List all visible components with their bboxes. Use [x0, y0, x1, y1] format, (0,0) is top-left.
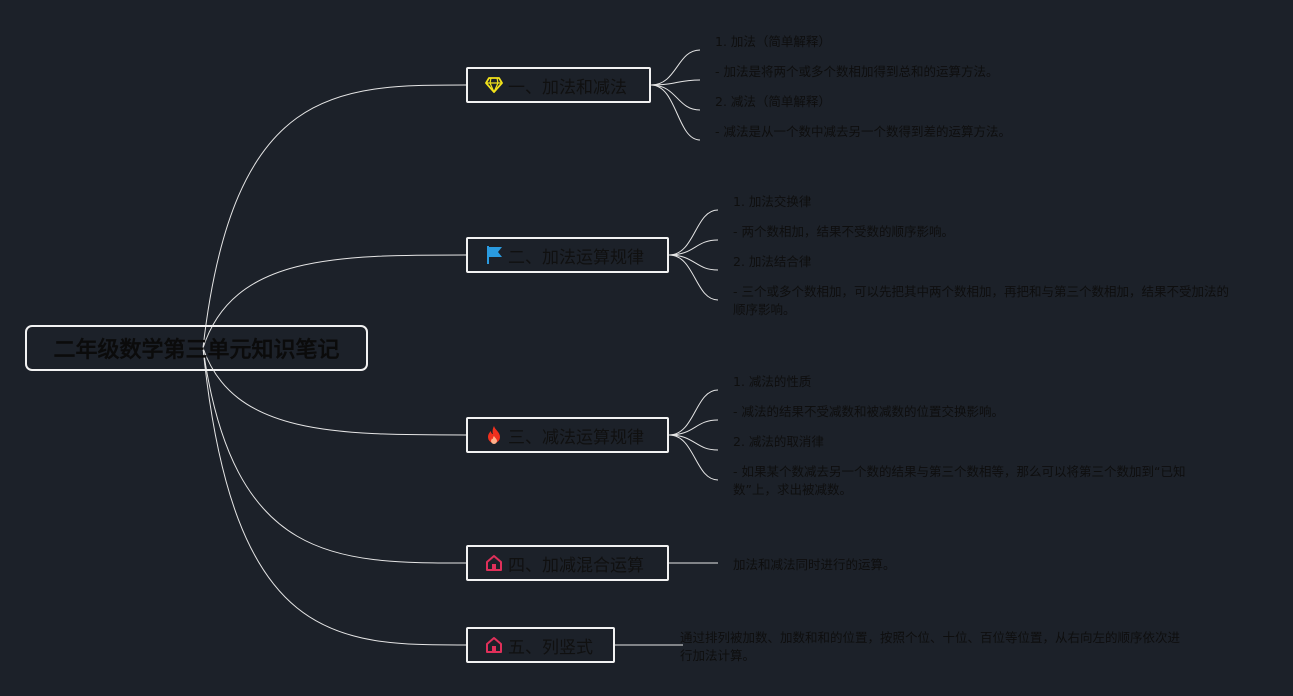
branch-topic-5[interactable]: 五、列竖式	[466, 627, 615, 663]
leaf-note[interactable]: 1. 加法交换律	[733, 194, 812, 209]
leaf-connector	[650, 79, 701, 86]
leaf-note[interactable]: - 三个或多个数相加，可以先把其中两个数相加，再把和与第三个数相加，结果不受加法…	[733, 284, 1229, 317]
branch-connector	[202, 254, 467, 349]
leaf-connector	[650, 84, 701, 141]
leaf-note[interactable]: - 两个数相加，结果不受数的顺序影响。	[733, 224, 954, 239]
home-icon	[484, 553, 504, 573]
branch-topic-1[interactable]: 一、加法和减法	[466, 67, 651, 103]
leaf-note[interactable]: 加法和减法同时进行的运算。	[733, 557, 896, 572]
leaf-connector	[668, 434, 719, 481]
leaf-note[interactable]: 通过排列被加数、加数和和的位置，按照个位、十位、百位等位置，从右向左的顺序依次进…	[680, 630, 1181, 663]
branch-label: 一、加法和减法	[508, 77, 627, 98]
leaf-note[interactable]: 2. 加法结合律	[733, 254, 812, 269]
home-icon	[484, 635, 504, 655]
branch-topic-3[interactable]: 三、减法运算规律	[466, 417, 669, 453]
leaf-connector	[668, 254, 719, 301]
leaf-note[interactable]: 1. 加法（简单解释）	[715, 34, 831, 49]
branch-connector	[202, 347, 467, 564]
leaf-connector	[668, 209, 719, 256]
branch-connector	[202, 347, 467, 646]
leaf-note[interactable]: - 减法的结果不受减数和被减数的位置交换影响。	[733, 404, 1004, 419]
leaf-connector	[668, 419, 719, 436]
flag-icon	[484, 245, 504, 265]
branch-label: 五、列竖式	[508, 637, 593, 658]
fire-icon	[484, 425, 504, 445]
leaf-connector	[650, 49, 701, 86]
leaf-note[interactable]: 2. 减法的取消律	[733, 434, 824, 449]
branch-connector	[202, 84, 467, 349]
leaf-note[interactable]: 1. 减法的性质	[733, 374, 812, 389]
branch-topic-2[interactable]: 二、加法运算规律	[466, 237, 669, 273]
leaf-note[interactable]: - 加法是将两个或多个数相加得到总和的运算方法。	[715, 64, 999, 79]
branch-label: 四、加减混合运算	[508, 555, 644, 576]
branch-connector	[202, 347, 467, 436]
diamond-icon	[484, 75, 504, 95]
leaf-note[interactable]: - 减法是从一个数中减去另一个数得到差的运算方法。	[715, 124, 1011, 139]
leaf-connector	[668, 239, 719, 256]
root-topic[interactable]: 二年级数学第三单元知识笔记	[25, 325, 368, 371]
leaf-note[interactable]: 2. 减法（简单解释）	[715, 94, 831, 109]
branch-label: 三、减法运算规律	[508, 427, 644, 448]
branch-topic-4[interactable]: 四、加减混合运算	[466, 545, 669, 581]
leaf-note[interactable]: - 如果某个数减去另一个数的结果与第三个数相等，那么可以将第三个数加到“已知数”…	[733, 464, 1186, 497]
leaf-connector	[650, 84, 701, 111]
leaf-connector	[668, 389, 719, 436]
leaf-connector	[668, 254, 719, 271]
branch-label: 二、加法运算规律	[508, 247, 644, 268]
leaf-connector	[668, 434, 719, 451]
